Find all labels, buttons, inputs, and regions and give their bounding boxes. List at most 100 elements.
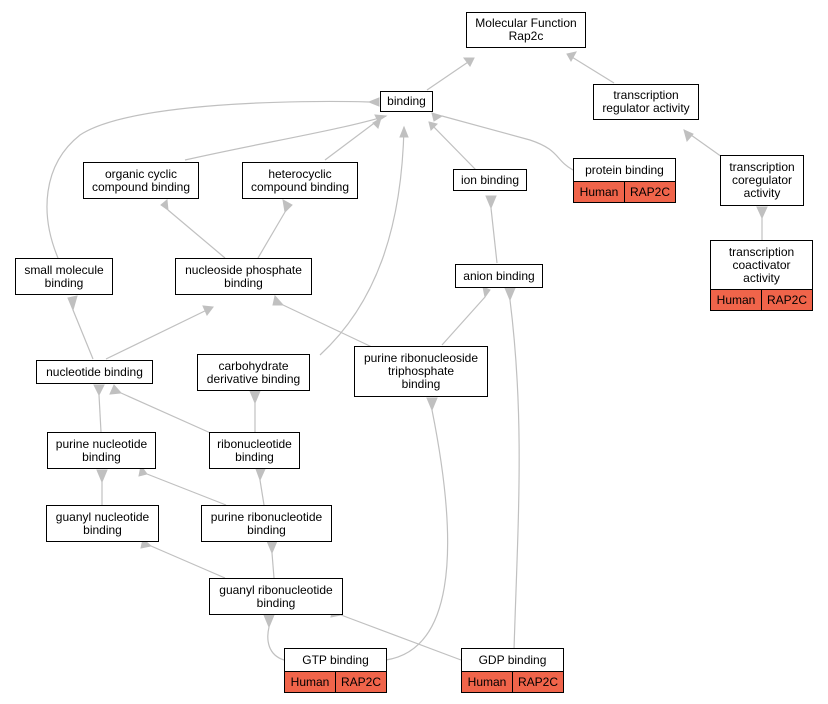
edge-hccb-binding [324, 117, 382, 161]
node-label: organic cyclic [104, 166, 177, 181]
arrowhead [566, 51, 577, 63]
node-label: activity [743, 270, 780, 285]
node-label: carbohydrate [218, 358, 289, 373]
node-label: guanyl nucleotide [55, 509, 150, 524]
annotation-gene: RAP2C [512, 671, 564, 693]
node-label: compound binding [91, 179, 191, 194]
node-gdp-binding[interactable]: GDP binding [461, 648, 564, 672]
edge-occb-binding [184, 115, 387, 161]
node-label: purine ribonucleotide [210, 509, 323, 524]
arrowhead [426, 397, 438, 412]
annotation-species: Human [284, 671, 336, 693]
edge-nspb-hccb [257, 211, 286, 259]
edge-pnb-nb [98, 394, 102, 433]
node-label: transcription [729, 160, 795, 174]
node-gtp-binding[interactable]: GTP binding [284, 648, 387, 672]
node-label: binding [401, 377, 441, 391]
edge-gdp-grnb [340, 614, 462, 661]
arrowhead [399, 125, 409, 138]
edge-gdp-anion [509, 299, 520, 651]
node-label: binding [83, 522, 122, 537]
edge-prnb-rnb [259, 479, 265, 506]
node-label: binding [235, 449, 274, 464]
node-label: regulator activity [602, 101, 690, 115]
edge-smb-binding [46, 100, 370, 259]
arrowhead [463, 57, 475, 67]
edge-anion-ion [490, 207, 498, 264]
arrowhead [428, 121, 438, 131]
edge-nb-smb [72, 309, 94, 360]
edge-grnb-gnb [150, 545, 226, 579]
node-label: Molecular Function [475, 16, 577, 30]
node-label: binding [247, 522, 286, 537]
node-label: nucleoside phosphate [185, 262, 302, 277]
node-label: derivative binding [206, 371, 301, 386]
node-label: ion binding [460, 172, 520, 187]
annotation-gene: RAP2C [335, 671, 387, 693]
edge-nb-nspb [105, 306, 214, 360]
node-label: ribonucleotide [217, 436, 292, 451]
node-nucleotide-binding[interactable]: nucleotide binding [36, 360, 153, 384]
node-label: coactivator [732, 257, 791, 272]
arrowhead [109, 384, 123, 395]
node-label: compound binding [250, 179, 350, 194]
node-label: triphosphate [387, 364, 455, 378]
edge-prtb-nspb [282, 304, 375, 349]
node-label: activity [743, 186, 781, 200]
edge-tra-mf [566, 53, 615, 84]
arrowhead [263, 614, 275, 629]
node-binding[interactable]: binding [380, 91, 433, 112]
arrowhead [67, 295, 78, 312]
annotation-species: Human [710, 289, 762, 311]
arrowhead [485, 195, 497, 210]
edge-gtp-prtb [385, 409, 449, 661]
node-label: transcription [728, 244, 795, 259]
arrowhead [504, 287, 516, 302]
annotation-species: Human [461, 671, 513, 693]
arrowhead [96, 469, 108, 484]
node-protein-binding[interactable]: protein binding [573, 158, 676, 182]
node-label: GDP binding [478, 652, 547, 667]
edge-protein-binding [441, 115, 574, 171]
node-anion-binding[interactable]: anion binding [455, 264, 543, 288]
arrowhead [160, 199, 169, 212]
annotation-species: Human [573, 181, 625, 203]
edge-grnb-prnb [271, 552, 275, 579]
edge-prtb-anion [441, 296, 486, 346]
arrowhead [683, 129, 694, 143]
node-label: binding [256, 595, 296, 610]
arrowhead [93, 384, 105, 397]
arrowhead [372, 116, 382, 129]
node-label: coregulator [731, 173, 793, 187]
arrowhead [367, 97, 380, 107]
edge-gtp-grnb [267, 626, 285, 661]
edge-ion-binding [428, 121, 477, 171]
node-ion-binding[interactable]: ion binding [453, 169, 527, 191]
annotation-gene: RAP2C [624, 181, 676, 203]
node-label: GTP binding [302, 652, 369, 667]
node-label: binding [82, 449, 121, 464]
node-label: Rap2c [508, 29, 544, 43]
node-label: protein binding [585, 162, 664, 177]
arrowhead [282, 199, 293, 214]
edge-binding-mf [426, 57, 475, 91]
arrowhead [431, 112, 444, 122]
annotation-gene: RAP2C [761, 289, 813, 311]
edge-rnb-nb [120, 392, 216, 436]
node-label: binding [44, 275, 84, 290]
